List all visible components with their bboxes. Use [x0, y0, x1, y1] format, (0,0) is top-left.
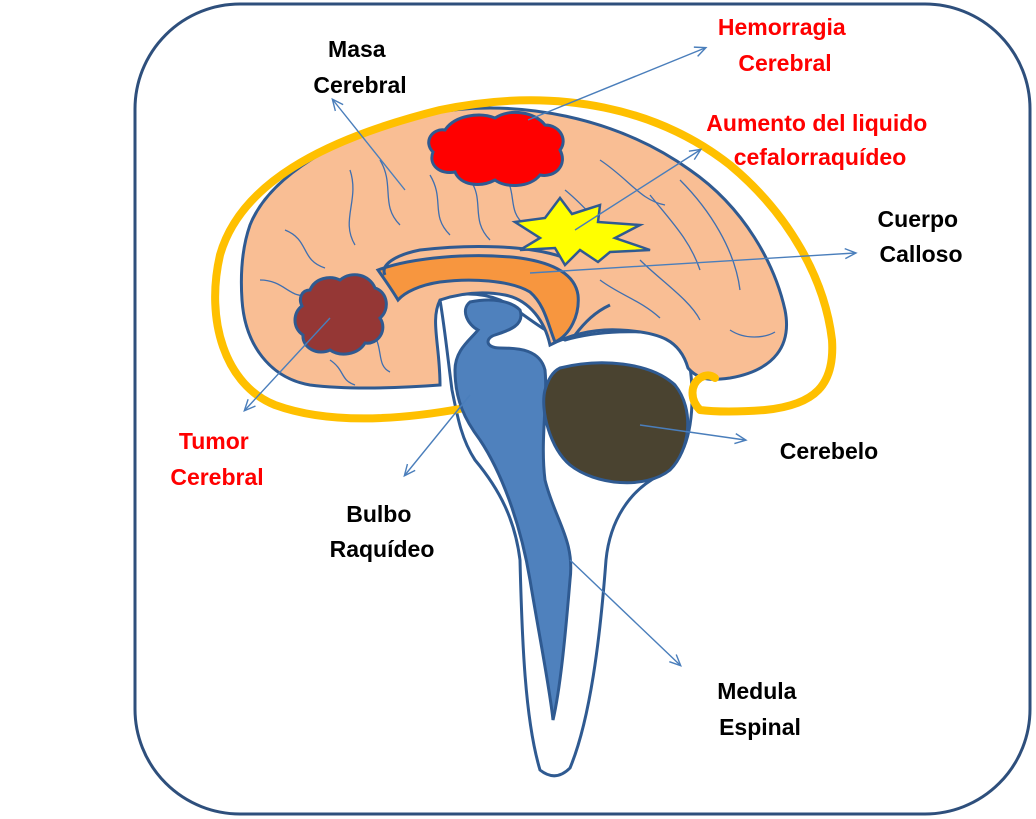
label-bulbo-raquideo: Bulbo Raquídeo	[330, 501, 435, 562]
fornix-tail	[573, 303, 611, 336]
arrow-masa	[331, 97, 406, 191]
tumor-blob	[293, 273, 388, 356]
csf-burst	[511, 195, 651, 268]
arrow-hemorragia	[527, 46, 708, 121]
arrow-aumento	[574, 148, 703, 231]
spinal-cord	[453, 298, 573, 721]
arrow-cuerpo	[529, 247, 858, 274]
label-cuerpo-calloso: Cuerpo Calloso	[878, 206, 965, 267]
label-medula-espinal: Medula Espinal	[717, 678, 803, 740]
corpus-callosum	[375, 254, 580, 345]
label-cerebelo: Cerebelo	[780, 438, 878, 464]
fornix-arc	[382, 244, 566, 276]
cerebellum	[542, 361, 690, 485]
hemorrhage-blob	[427, 110, 565, 187]
arrow-medula	[569, 559, 682, 667]
arrow-bulbo	[403, 394, 471, 478]
label-masa-cerebral: Masa Cerebral	[313, 36, 406, 98]
arrow-tumor	[243, 317, 331, 412]
label-hemorragia-cerebral: Hemorragia Cerebral	[718, 14, 852, 76]
meninges-outline	[211, 96, 837, 423]
arrow-cerebelo	[639, 424, 748, 445]
label-aumento-liquido: Aumento del liquido cefalorraquídeo	[706, 110, 933, 170]
label-tumor-cerebral: Tumor Cerebral	[170, 428, 263, 490]
